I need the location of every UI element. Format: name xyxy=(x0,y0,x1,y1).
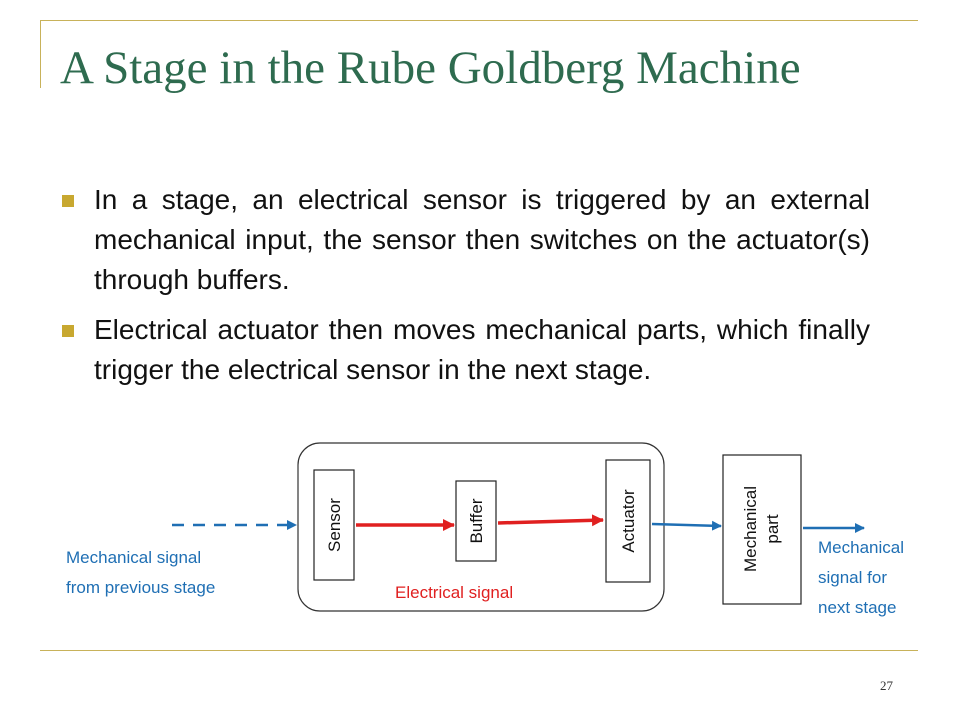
bullet-text: In a stage, an electrical sensor is trig… xyxy=(94,184,870,295)
bottom-rule xyxy=(40,650,918,651)
page-number: 27 xyxy=(880,678,893,693)
square-bullet-icon xyxy=(62,195,74,207)
top-rule xyxy=(40,20,918,21)
bullet-text: Electrical actuator then moves mechanica… xyxy=(94,314,870,385)
input-label-line2: from previous stage xyxy=(66,578,215,597)
actuator-to-part-arrow xyxy=(651,520,722,531)
electrical-signal-label: Electrical signal xyxy=(395,583,513,602)
output-label-line2: signal for xyxy=(818,568,887,587)
bullet-list: In a stage, an electrical sensor is trig… xyxy=(60,180,870,400)
actuator-block xyxy=(605,459,651,583)
sensor-block xyxy=(313,469,355,581)
buffer-to-actuator-arrow xyxy=(497,514,604,527)
input-label-line1: Mechanical signal xyxy=(66,548,201,567)
mechanical-part-block xyxy=(722,454,802,605)
buffer-block xyxy=(455,480,497,562)
stage-container xyxy=(297,442,665,612)
output-label-line1: Mechanical xyxy=(818,538,904,557)
mechanical-part-label-line1: Mechanical xyxy=(741,486,760,572)
bullet-item: Electrical actuator then moves mechanica… xyxy=(60,310,870,390)
mechanical-part-label-line2: part xyxy=(763,514,782,544)
square-bullet-icon xyxy=(62,325,74,337)
sensor-label: Sensor xyxy=(325,498,344,552)
bullet-item: In a stage, an electrical sensor is trig… xyxy=(60,180,870,300)
actuator-label: Actuator xyxy=(619,489,638,553)
buffer-label: Buffer xyxy=(467,498,486,543)
output-label-line3: next stage xyxy=(818,598,896,617)
slide-title: A Stage in the Rube Goldberg Machine xyxy=(60,42,801,94)
left-rule xyxy=(40,20,41,88)
